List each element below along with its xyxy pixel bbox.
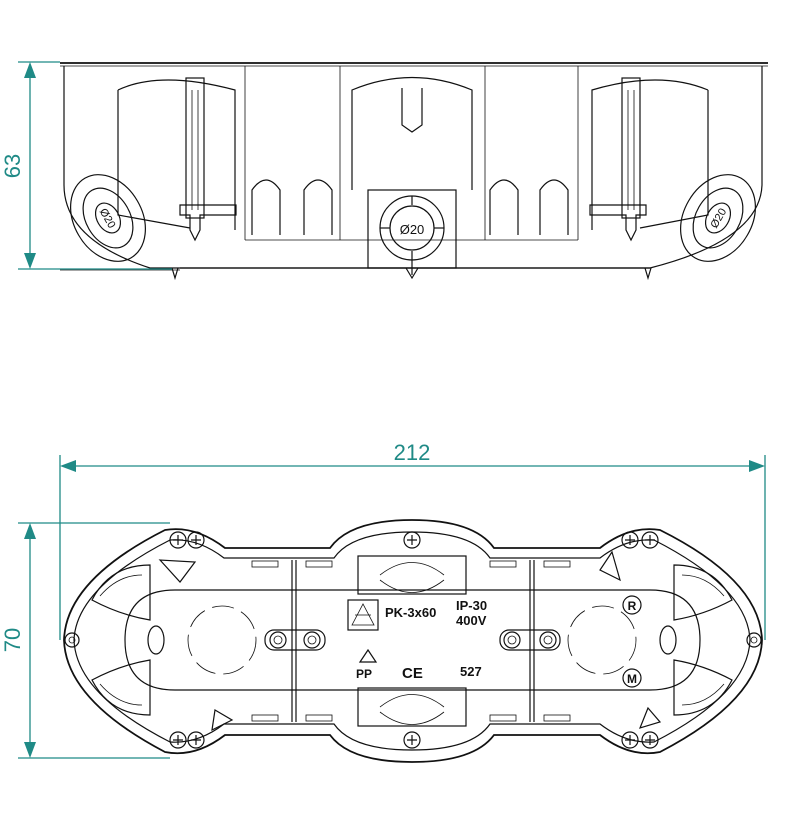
recycle-logo-box (347, 599, 379, 631)
side-bottom-pins (171, 267, 652, 281)
side-partitions (244, 66, 579, 240)
screw-head (621, 731, 639, 749)
recycle-icon (358, 648, 378, 663)
mark-r-circle (622, 595, 642, 615)
side-knockout-left-label: Ø20 (97, 206, 118, 230)
top-inner-outline (73, 531, 751, 751)
side-screw-left (179, 77, 237, 242)
side-center-arch (351, 76, 473, 190)
top-round-knockout-right (567, 605, 677, 675)
ip-rating-label: IP-30 (456, 598, 487, 613)
top-view: PK-3x60 IP-30 400V PP CE 527 R M (63, 519, 763, 763)
screw-cross-icon (191, 535, 201, 545)
dimension-63: 63 (0, 61, 172, 270)
top-outer-outline (63, 519, 763, 763)
top-corner-wedges (158, 550, 662, 732)
side-screw-right (589, 77, 647, 242)
code-label: 527 (460, 664, 482, 679)
screw-cross-icon (625, 535, 635, 545)
mark-m-label: M (627, 672, 637, 686)
screw-cross-icon (645, 735, 655, 745)
screw-cross-icon (407, 735, 417, 745)
top-mount-lugs (64, 629, 762, 651)
model-label: PK-3x60 (385, 605, 436, 620)
screw-cross-icon (173, 535, 183, 545)
screw-cross-icon (191, 735, 201, 745)
top-slots (251, 560, 571, 722)
top-screws (169, 531, 659, 749)
side-knockout-right-label: Ø20 (708, 206, 729, 230)
voltage-label: 400V (456, 613, 487, 628)
mark-m-circle (622, 668, 642, 688)
dimension-212: 212 (59, 440, 766, 640)
side-body-outline (63, 66, 763, 269)
side-center-tab (401, 88, 423, 133)
top-racetrack (124, 589, 701, 691)
top-center-knockouts (357, 555, 467, 727)
dimension-70-label: 70 (0, 628, 25, 652)
side-knockout-right: Ø20 (680, 174, 756, 262)
screw-head (403, 531, 421, 549)
side-right-bay (591, 79, 709, 230)
side-knockout-left: Ø20 (70, 174, 146, 262)
dimension-212-label: 212 (394, 440, 431, 465)
material-label: PP (356, 667, 372, 681)
screw-cross-icon (645, 535, 655, 545)
screw-cross-icon (173, 735, 183, 745)
dimension-70: 70 (0, 522, 170, 759)
screw-head (187, 731, 205, 749)
side-clips (245, 179, 578, 241)
screw-head (169, 731, 187, 749)
ce-mark: CE (402, 665, 423, 682)
screw-head (169, 531, 187, 549)
screw-head (403, 731, 421, 749)
screw-head (641, 531, 659, 549)
screw-cross-icon (625, 735, 635, 745)
side-view: Ø20 Ø20 Ø20 (60, 62, 768, 281)
flame-icon (351, 603, 375, 626)
dimension-63-label: 63 (0, 154, 25, 178)
screw-head (187, 531, 205, 549)
top-markings: PK-3x60 IP-30 400V PP CE 527 R M (347, 595, 642, 688)
screw-head (641, 731, 659, 749)
side-knockout-center-label: Ø20 (400, 222, 425, 237)
screw-head (621, 531, 639, 549)
side-knockout-center: Ø20 (367, 189, 457, 280)
mark-r-label: R (628, 599, 637, 613)
screw-cross-icon (407, 535, 417, 545)
top-end-knockouts (91, 564, 733, 716)
top-partitions (291, 560, 535, 722)
side-left-bay (117, 79, 236, 230)
top-round-knockout-left (147, 605, 257, 675)
